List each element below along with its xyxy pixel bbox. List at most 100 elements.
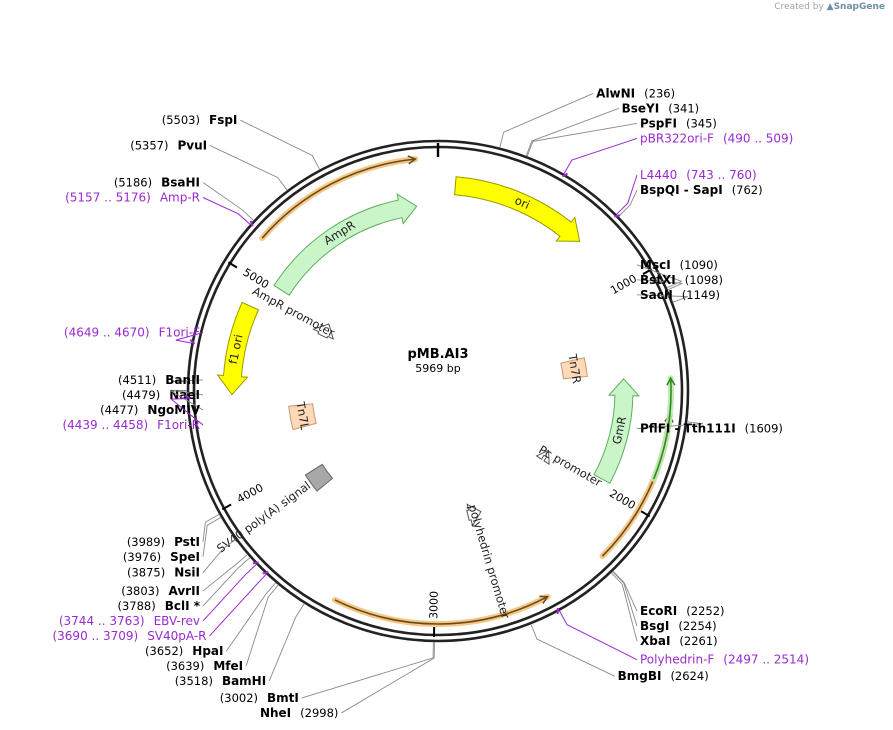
label-part: F1ori-F xyxy=(159,325,200,339)
label-text: (3690 .. 3709) SV40pA-R xyxy=(52,629,206,643)
label-part: NgoMIV xyxy=(147,403,200,417)
label-part: BmtI xyxy=(267,691,299,705)
primer-mark xyxy=(249,220,254,227)
primer-mark xyxy=(614,214,621,218)
label-part: (4477) xyxy=(100,403,138,417)
label-part: (2624) xyxy=(670,669,708,683)
label-part: NheI xyxy=(260,706,291,720)
leader-line xyxy=(612,571,638,627)
label-part: BanII xyxy=(165,373,200,387)
enzyme-banii: (4511)BanII xyxy=(118,373,204,387)
label-part: (2998) xyxy=(300,706,338,720)
leader-line xyxy=(301,641,434,699)
label-part: EBV-rev xyxy=(154,614,200,628)
label-part: (341) xyxy=(668,101,699,115)
enzyme-pvui: (5357)PvuI xyxy=(130,139,288,191)
leader-line xyxy=(636,421,704,430)
primer-bind-arrowhead xyxy=(539,595,549,604)
label-part: (1609) xyxy=(745,422,783,436)
label-part: MscI xyxy=(640,258,671,272)
label-text: BmgBI (2624) xyxy=(618,669,709,683)
leader-line xyxy=(499,93,594,148)
label-part: PvuI xyxy=(177,139,207,153)
label-part: (5503) xyxy=(162,113,200,127)
primer-mark xyxy=(184,394,191,400)
primer-bind-arrowhead xyxy=(407,155,417,165)
label-text: PspFI(345) xyxy=(640,116,717,130)
label-text: MscI (1090) xyxy=(640,258,718,272)
label-part: (4439 .. 4458) xyxy=(62,418,148,432)
leader-line xyxy=(245,584,279,667)
leader-line xyxy=(636,294,688,303)
primer-l4440: L4440(743 .. 760) xyxy=(614,168,757,218)
leader-line xyxy=(558,610,638,661)
label-part: PstI xyxy=(174,535,200,549)
feature-label-pc-promoter: Pc promoter xyxy=(536,442,604,489)
enzyme-bmgbi: BmgBI (2624) xyxy=(530,623,709,683)
label-part: (4649 .. 4670) xyxy=(64,325,150,339)
enzyme-bcli: (3788)BclI * xyxy=(117,557,251,613)
label-part: BspQI - SapI xyxy=(640,183,723,197)
feature-label-ori: ori xyxy=(513,193,532,212)
tick-label-4000: 4000 xyxy=(235,481,266,506)
label-text: BstXI(1098) xyxy=(640,273,723,287)
enzyme-pflfi-tth111i: PflFI - Tth111I (1609) xyxy=(636,421,783,436)
primer-mark xyxy=(252,561,259,565)
label-part: AlwNI xyxy=(596,86,635,100)
feature-label-f1-ori: f1 ori xyxy=(226,333,246,365)
label-part: PflFI - Tth111I xyxy=(640,422,736,436)
label-text: SacII(1149) xyxy=(640,288,720,302)
enzyme-msci: MscI (1090) xyxy=(636,258,718,289)
feature-f1-ori xyxy=(216,301,260,396)
enzyme-layer: AlwNI(236)BseYI(341)PspFI(345)BspQI - Sa… xyxy=(100,86,783,720)
label-part: (3690 .. 3709) xyxy=(52,629,138,643)
leader-line xyxy=(563,137,638,175)
label-text: (3518)BamHI xyxy=(175,674,267,688)
enzyme-psti: (3989) PstI xyxy=(127,513,220,549)
label-part: (3875) xyxy=(127,566,165,580)
primer-bind-arrowhead xyxy=(666,376,676,386)
label-part: (3989) xyxy=(127,535,165,549)
label-part: (1149) xyxy=(682,288,720,302)
leader-line xyxy=(636,264,683,289)
label-part: (3744 .. 3763) xyxy=(59,614,145,628)
credit-brand: SnapGene xyxy=(833,2,885,12)
label-part: F1ori-R xyxy=(157,418,200,432)
leader-line xyxy=(202,557,251,607)
leader-line xyxy=(202,182,255,221)
leader-line xyxy=(171,379,204,383)
label-text: BseYI(341) xyxy=(622,101,700,115)
primer-bind-arc xyxy=(331,593,551,627)
label-part: BclI * xyxy=(165,599,201,613)
leader-line xyxy=(525,108,619,157)
primer-ebv-rev: (3744 .. 3763) EBV-rev xyxy=(59,561,259,628)
primer-layer: pBR322ori-F(490 .. 509)L4440(743 .. 760)… xyxy=(52,131,809,666)
leader-line xyxy=(202,197,251,225)
primer-amp-r: (5157 .. 5176)Amp-R xyxy=(65,191,254,227)
enzyme-bsahi: (5186)BsaHI xyxy=(114,176,255,221)
label-part: NaeI xyxy=(169,388,200,402)
label-text: (3002) BmtI xyxy=(220,691,299,705)
enzyme-nsii: (3875)NsiI xyxy=(127,539,236,580)
feature-polyhedrin-promoter xyxy=(466,503,482,527)
label-part: BmgBI xyxy=(618,669,662,683)
snapgene-logo-icon: ▲ xyxy=(826,2,834,12)
label-part: (3002) xyxy=(220,691,258,705)
label-part: (1090) xyxy=(680,258,718,272)
primer-bind-arc xyxy=(650,375,676,482)
label-part: (3652) xyxy=(145,644,183,658)
label-part: Polyhedrin-F xyxy=(640,653,714,667)
label-part: AvrII xyxy=(168,584,200,598)
primer-f1ori-f: (4649 .. 4670) F1ori-F xyxy=(64,325,204,345)
leader-line xyxy=(202,539,236,574)
leader-line xyxy=(169,398,204,426)
label-part: FspI xyxy=(209,113,237,127)
snapgene-credit: Created by ▲SnapGene xyxy=(774,2,885,12)
label-part: SV40pA-R xyxy=(147,629,206,643)
label-text: (4479)NaeI xyxy=(122,388,200,402)
label-part: (1098) xyxy=(685,273,723,287)
label-text: (3744 .. 3763) EBV-rev xyxy=(59,614,200,628)
label-text: (4477) NgoMIV xyxy=(100,403,201,417)
leader-line xyxy=(202,513,220,542)
label-text: (3639)MfeI xyxy=(166,659,243,673)
